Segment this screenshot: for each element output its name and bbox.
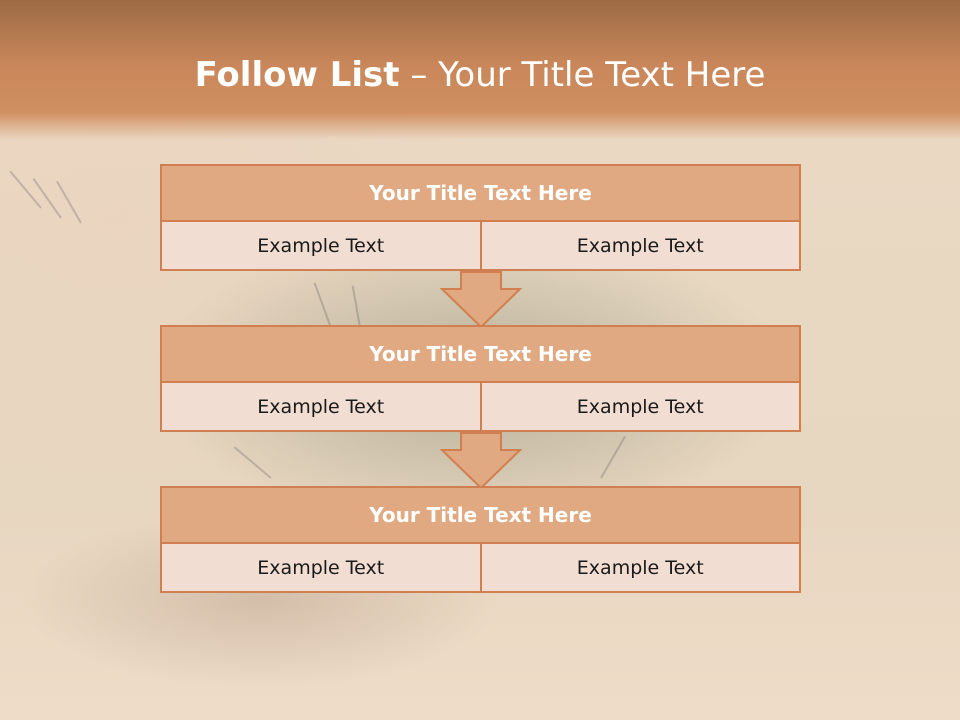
block-cell-left: Example Text	[160, 222, 482, 271]
follow-block-2: Your Title Text Here Example Text Exampl…	[160, 325, 801, 432]
follow-block-1: Your Title Text Here Example Text Exampl…	[160, 164, 801, 271]
block-title: Your Title Text Here	[160, 486, 801, 544]
block-cell-left: Example Text	[160, 544, 482, 593]
block-cell-right: Example Text	[481, 544, 801, 593]
block-row: Example Text Example Text	[160, 222, 801, 271]
page-title: Follow List – Your Title Text Here	[0, 55, 960, 95]
header-band	[0, 0, 960, 140]
down-arrow-icon	[440, 432, 522, 490]
down-arrow-icon	[440, 271, 522, 329]
block-cell-right: Example Text	[481, 222, 801, 271]
page-title-rest: – Your Title Text Here	[410, 55, 766, 95]
block-cell-left: Example Text	[160, 383, 482, 432]
follow-block-3: Your Title Text Here Example Text Exampl…	[160, 486, 801, 593]
block-title: Your Title Text Here	[160, 164, 801, 222]
block-title: Your Title Text Here	[160, 325, 801, 383]
block-cell-right: Example Text	[481, 383, 801, 432]
block-row: Example Text Example Text	[160, 383, 801, 432]
page-title-bold: Follow List	[194, 55, 400, 95]
block-row: Example Text Example Text	[160, 544, 801, 593]
